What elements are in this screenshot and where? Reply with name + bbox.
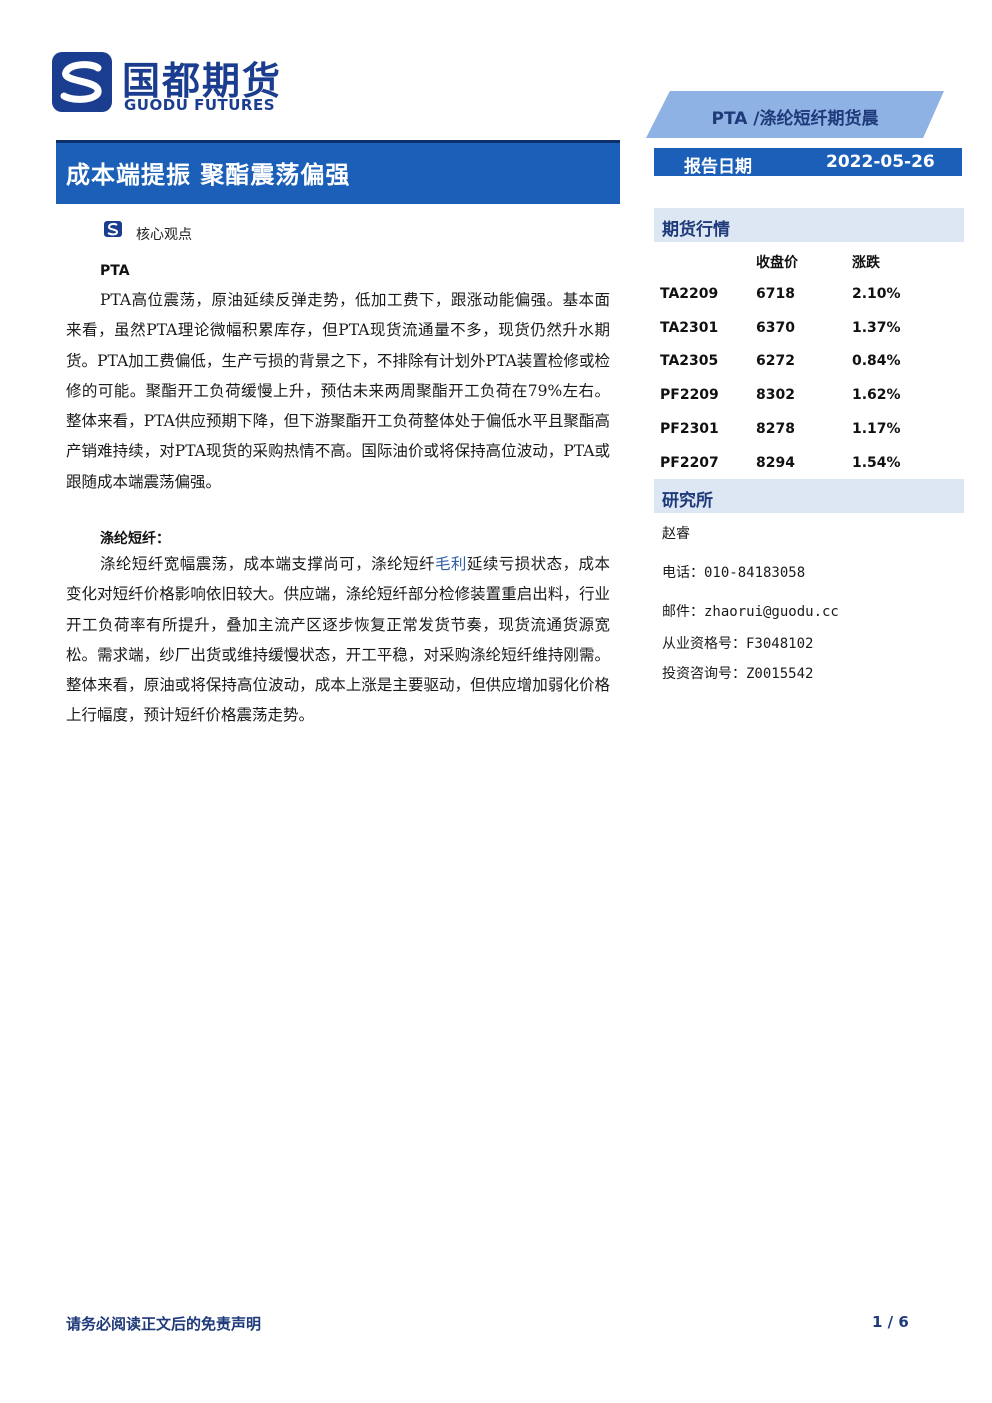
close-price: 8302 (756, 387, 795, 404)
psf-text-part-b: 延续亏损状态，成本变化对短纤价格影响依旧较大。供应端，涤纶短纤部分检修装置重启出… (66, 555, 610, 725)
market-table: 收盘价 涨跌 TA2209 6718 2.10% TA2301 6370 1.3… (660, 246, 960, 483)
contract-code: PF2207 (660, 454, 719, 471)
psf-heading: 涤纶短纤： (100, 531, 170, 547)
analyst-advisory: 投资咨询号：Z0015542 (662, 663, 813, 683)
analyst-name: 赵睿 (662, 526, 690, 542)
advisory-label: 投资咨询号： (662, 666, 746, 682)
phone-label: 电话： (662, 565, 704, 581)
market-col-change: 涨跌 (852, 255, 880, 271)
psf-paragraph: 涤纶短纤宽幅震荡，成本端支撑尚可，涤纶短纤毛利延续亏损状态，成本变化对短纤价格影… (66, 549, 610, 731)
psf-text-part-a: 涤纶短纤宽幅震荡，成本端支撑尚可，涤纶短纤 (100, 555, 435, 573)
report-title-bar: 成本端提振 聚酯震荡偏强 (56, 140, 620, 204)
logo-s-icon (52, 52, 112, 112)
section-label-core-view: 核心观点 (136, 227, 192, 243)
report-date-bar: 报告日期 2022-05-26 (654, 148, 962, 177)
logo-name-en: GUODU FUTURES (124, 96, 276, 114)
pta-paragraph: PTA高位震荡，原油延续反弹走势，低加工费下，跟涨动能偏强。基本面来看，虽然PT… (66, 291, 610, 491)
advisory-value: Z0015542 (746, 666, 814, 682)
page-number: 1 / 6 (872, 1313, 909, 1331)
analyst-phone: 电话：010-84183058 (662, 562, 805, 582)
license-label: 从业资格号： (662, 636, 746, 652)
table-row: TA2305 6272 0.84% (660, 347, 960, 381)
contract-code: PF2301 (660, 420, 719, 437)
close-price: 8278 (756, 420, 795, 437)
analyst-email: 邮件：zhaorui@guodu.cc (662, 601, 839, 621)
company-logo: 国都期货 GUODU FUTURES (52, 48, 292, 120)
email-label: 邮件： (662, 604, 704, 620)
table-row: PF2209 8302 1.62% (660, 381, 960, 415)
report-date-value: 2022-05-26 (826, 152, 935, 172)
psf-highlight-term: 毛利 (434, 555, 467, 573)
close-price: 6370 (756, 319, 795, 336)
report-date-label: 报告日期 (684, 157, 752, 177)
phone-value: 010-84183058 (704, 565, 806, 581)
table-row: TA2209 6718 2.10% (660, 280, 960, 314)
market-heading: 期货行情 (662, 220, 730, 240)
price-change: 1.54% (852, 454, 901, 471)
table-row: PF2207 8294 1.54% (660, 449, 960, 483)
brand-s-icon (104, 221, 122, 237)
close-price: 6718 (756, 285, 795, 302)
report-title: 成本端提振 聚酯震荡偏强 (66, 161, 351, 189)
contract-code: PF2209 (660, 387, 719, 404)
price-change: 2.10% (852, 285, 901, 302)
market-heading-bar: 期货行情 (654, 208, 964, 242)
license-value: F3048102 (746, 636, 814, 652)
research-heading: 研究所 (662, 491, 713, 511)
pta-heading: PTA (100, 263, 130, 279)
close-price: 8294 (756, 454, 795, 471)
research-heading-bar: 研究所 (654, 479, 964, 513)
contract-code: TA2301 (660, 319, 719, 336)
market-col-close: 收盘价 (756, 255, 798, 271)
category-label: PTA /涤纶短纤期货晨 (711, 109, 879, 129)
market-table-header: 收盘价 涨跌 (660, 246, 960, 280)
analyst-license: 从业资格号：F3048102 (662, 633, 813, 653)
table-row: PF2301 8278 1.17% (660, 415, 960, 449)
price-change: 1.17% (852, 420, 901, 437)
close-price: 6272 (756, 353, 795, 370)
contract-code: TA2305 (660, 353, 719, 370)
disclaimer-notice: 请务必阅读正文后的免责声明 (66, 1315, 262, 1333)
price-change: 1.62% (852, 387, 901, 404)
table-row: TA2301 6370 1.37% (660, 314, 960, 348)
price-change: 0.84% (852, 353, 901, 370)
price-change: 1.37% (852, 319, 901, 336)
contract-code: TA2209 (660, 285, 719, 302)
category-ribbon: PTA /涤纶短纤期货晨 (646, 91, 944, 138)
email-value: zhaorui@guodu.cc (704, 604, 839, 620)
logo-name-cn: 国都期货 (122, 59, 283, 103)
